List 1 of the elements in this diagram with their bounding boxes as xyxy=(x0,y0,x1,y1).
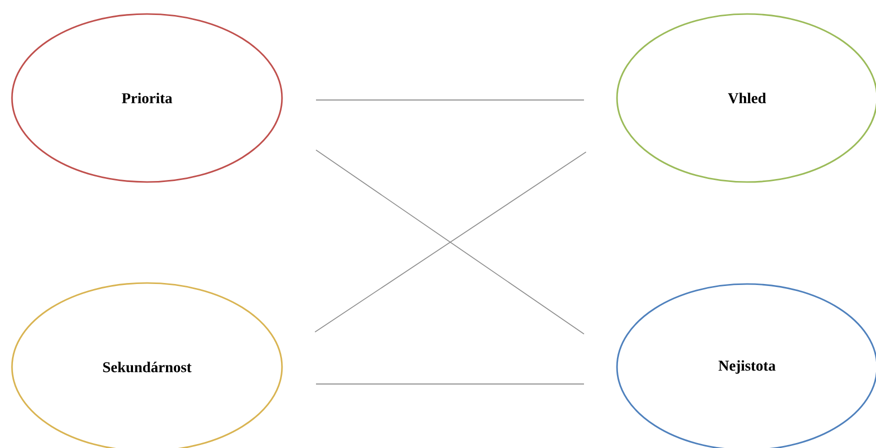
ellipse-node: Priorita xyxy=(11,13,283,183)
